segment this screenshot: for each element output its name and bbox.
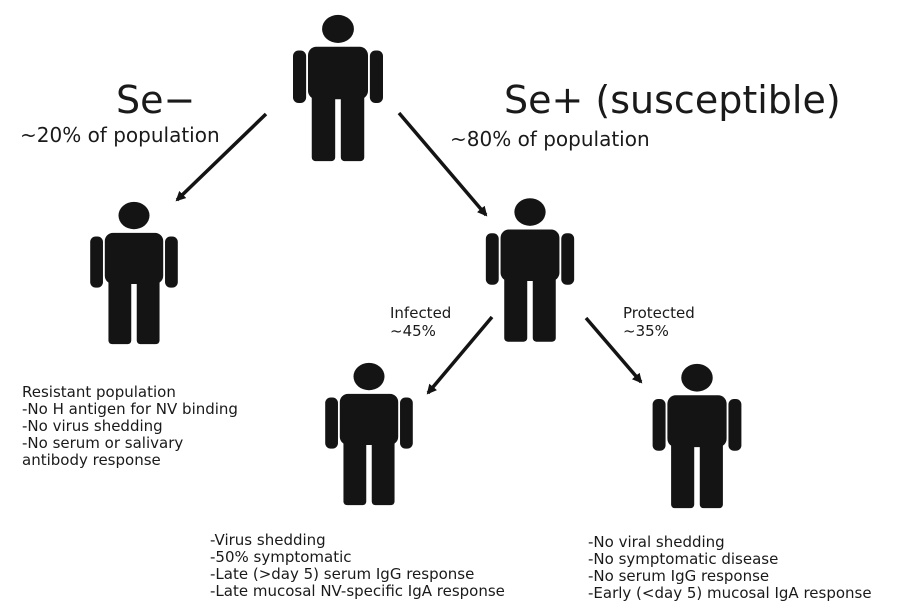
note-line: -Late mucosal NV-specific IgA response bbox=[210, 582, 505, 600]
infected-title: Infected bbox=[390, 304, 452, 322]
arrow-to-infected bbox=[426, 315, 494, 395]
note-line: -No H antigen for NV binding bbox=[22, 400, 238, 418]
infected-share: ~45% bbox=[390, 322, 436, 340]
note-line: -No symptomatic disease bbox=[588, 550, 779, 568]
protected-share: ~35% bbox=[623, 322, 669, 340]
protected-title: Protected bbox=[623, 304, 695, 322]
note-line: -No serum IgG response bbox=[588, 567, 770, 585]
note-line: antibody response bbox=[22, 451, 161, 469]
note-line: Resistant population bbox=[22, 383, 176, 401]
se-negative-share: ~20% of population bbox=[20, 123, 220, 147]
infected-notes: -Virus shedding -50% symptomatic -Late (… bbox=[210, 532, 505, 600]
arrow-to-se-positive bbox=[397, 111, 488, 217]
arrow-to-se-negative bbox=[175, 112, 268, 202]
se-negative-title: Se− bbox=[116, 78, 196, 122]
person-icon-se-negative bbox=[90, 201, 178, 345]
note-line: -Early (<day 5) mucosal IgA response bbox=[588, 584, 872, 602]
person-icon-infected bbox=[325, 362, 413, 506]
note-line: -No virus shedding bbox=[22, 417, 163, 435]
person-icon-root bbox=[293, 14, 383, 162]
note-line: -No serum or salivary bbox=[22, 434, 184, 452]
protected-notes: -No viral shedding -No symptomatic disea… bbox=[588, 534, 872, 602]
se-negative-notes: Resistant population -No H antigen for N… bbox=[22, 384, 238, 469]
note-line: -50% symptomatic bbox=[210, 548, 352, 566]
se-positive-title: Se+ (susceptible) bbox=[504, 78, 841, 122]
note-line: -Virus shedding bbox=[210, 531, 326, 549]
person-icon-protected bbox=[652, 363, 742, 509]
arrow-to-protected bbox=[584, 316, 643, 384]
note-line: -Late (>day 5) serum IgG response bbox=[210, 565, 475, 583]
se-positive-share: ~80% of population bbox=[450, 127, 650, 151]
person-icon-se-positive bbox=[485, 198, 575, 342]
note-line: -No viral shedding bbox=[588, 533, 725, 551]
